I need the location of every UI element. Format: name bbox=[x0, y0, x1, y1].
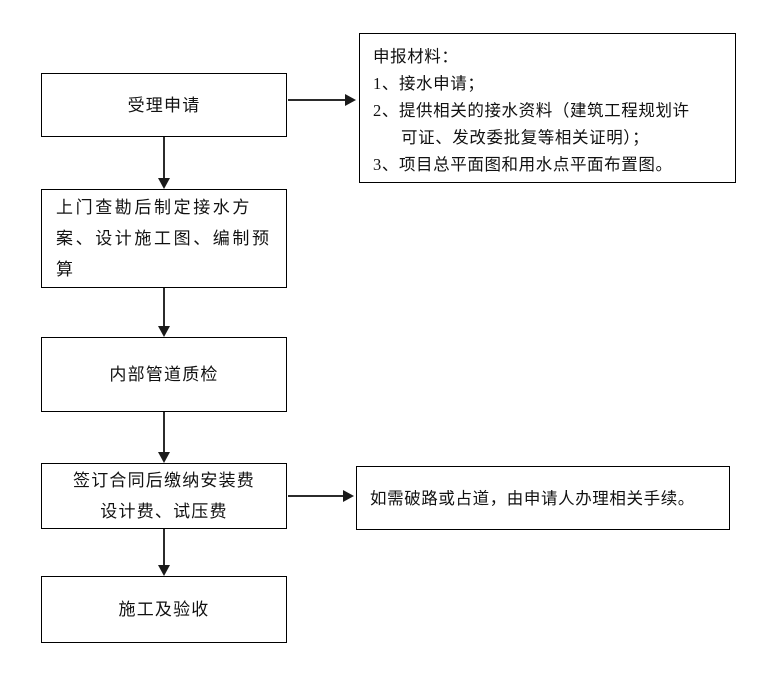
flow-node-internal-pipe-inspection[interactable]: 内部管道质检 bbox=[41, 337, 287, 412]
connector-receive-to-survey bbox=[163, 137, 165, 179]
note-materials-item-2-cont: 可证、发改委批复等相关证明）； bbox=[401, 128, 650, 147]
flow-node-site-survey-design[interactable]: 上门查勘后制定接水方 案、设计施工图、编制预 算 bbox=[41, 189, 287, 288]
flow-node-receive-application[interactable]: 受理申请 bbox=[41, 73, 287, 137]
arrowhead-right-icon bbox=[345, 94, 356, 106]
flow-node-label: 受理申请 bbox=[127, 95, 201, 115]
connector-quality-to-contract bbox=[163, 412, 165, 453]
note-materials-item-3: 3、项目总平面图和用水点平面布置图。 bbox=[373, 155, 673, 174]
connector-survey-to-quality bbox=[163, 288, 165, 327]
flow-node-label: 内部管道质检 bbox=[109, 365, 219, 384]
note-application-materials: 申报材料： 1、接水申请； 2、提供相关的接水资料（建筑工程规划许 可证、发改委… bbox=[359, 33, 736, 183]
flow-node-sign-contract-pay-fees[interactable]: 签订合同后缴纳安装费 设计费、试压费 bbox=[41, 463, 287, 529]
arrowhead-right-icon bbox=[343, 490, 354, 502]
note-materials-title: 申报材料： bbox=[373, 47, 459, 66]
note-road-occupation-procedure: 如需破路或占道，由申请人办理相关手续。 bbox=[356, 466, 730, 530]
connector-contract-to-road-note bbox=[288, 495, 344, 497]
note-materials-item-2: 2、提供相关的接水资料（建筑工程规划许 bbox=[373, 101, 690, 120]
note-materials-item-1: 1、接水申请； bbox=[373, 74, 485, 93]
connector-contract-to-construct bbox=[163, 529, 165, 566]
flow-node-label: 施工及验收 bbox=[118, 600, 210, 619]
flow-node-label: 上门查勘后制定接水方 案、设计施工图、编制预 算 bbox=[56, 198, 272, 279]
flow-node-label: 签订合同后缴纳安装费 设计费、试压费 bbox=[73, 471, 255, 521]
arrowhead-down-icon bbox=[158, 565, 170, 576]
arrowhead-down-icon bbox=[158, 452, 170, 463]
note-materials-body: 申报材料： 1、接水申请； 2、提供相关的接水资料（建筑工程规划许 可证、发改委… bbox=[373, 43, 725, 178]
flow-node-construction-acceptance[interactable]: 施工及验收 bbox=[41, 576, 287, 643]
connector-receive-to-materials-note bbox=[288, 99, 347, 101]
note-road-text: 如需破路或占道，由申请人办理相关手续。 bbox=[370, 488, 695, 508]
arrowhead-down-icon bbox=[158, 326, 170, 337]
arrowhead-down-icon bbox=[158, 178, 170, 189]
